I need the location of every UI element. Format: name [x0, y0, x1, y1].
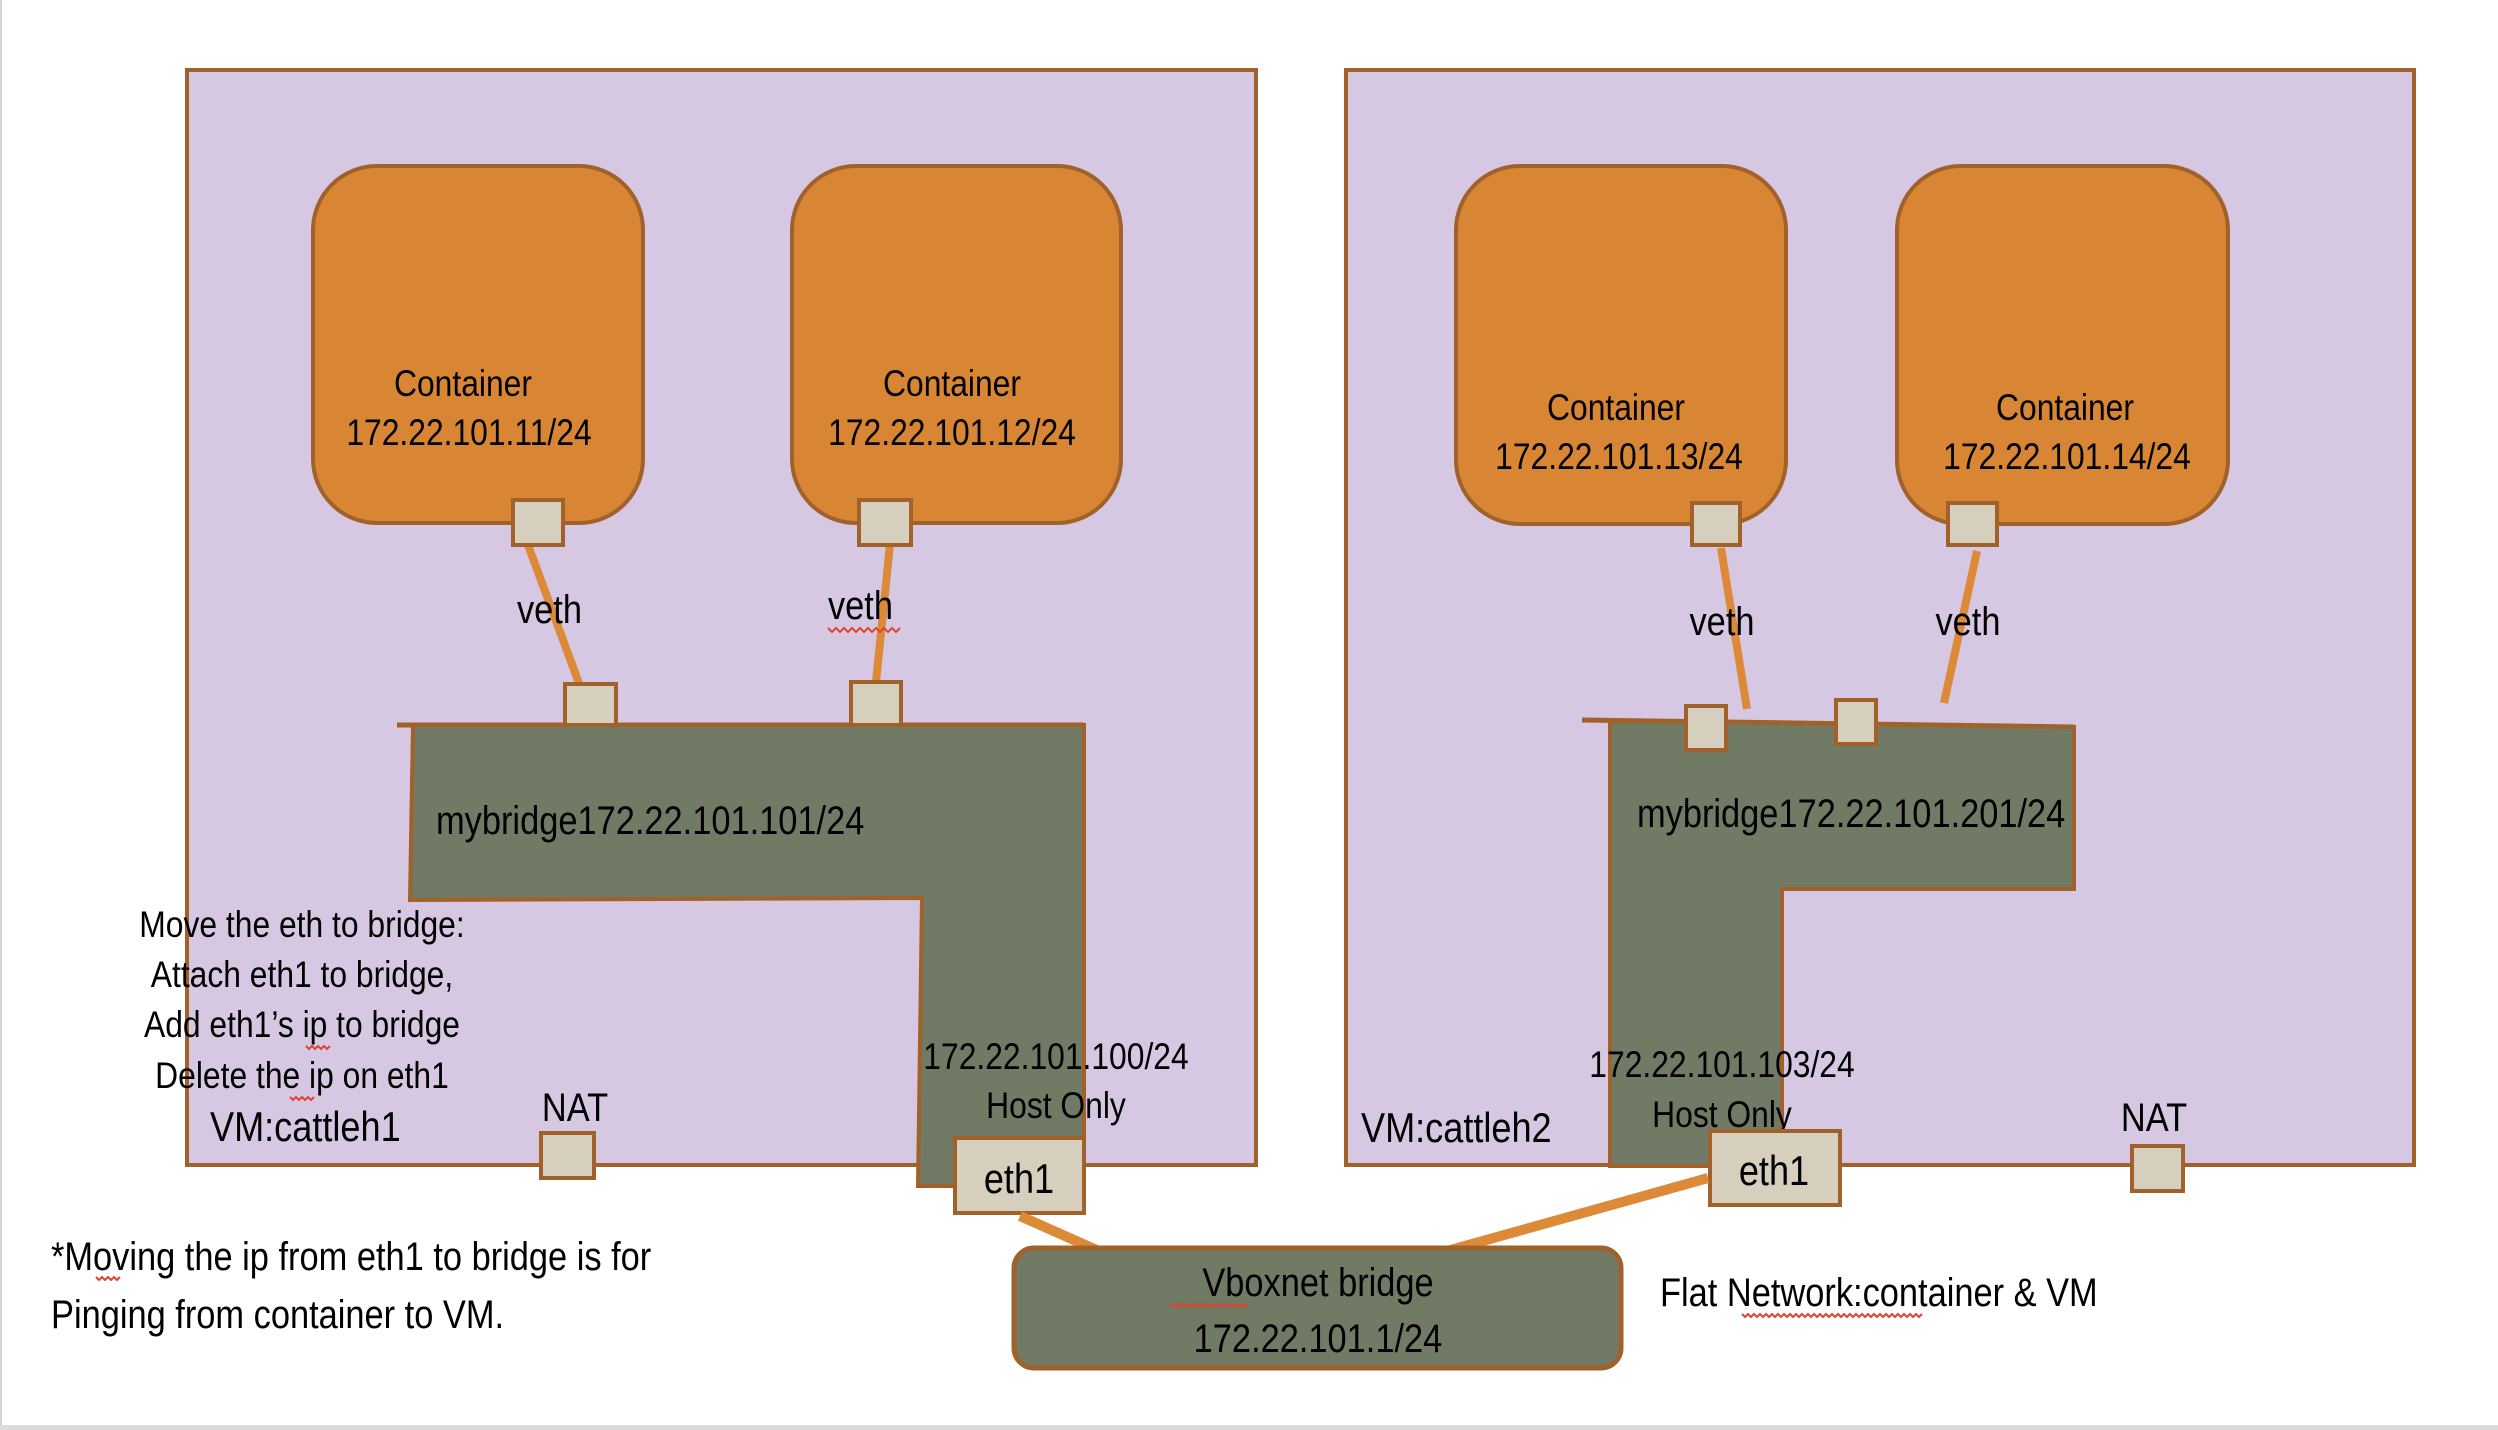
vm-name: VM:cattleh2: [1361, 1106, 1552, 1152]
container-ip: 172.22.101.13/24: [1495, 437, 1743, 478]
veth-label: veth: [517, 587, 582, 632]
spellcheck-underline: [305, 1044, 331, 1051]
eth1-label: eth1: [1739, 1149, 1809, 1195]
bridge-port: [1684, 704, 1728, 752]
container-node: Container 172.22.101.13/24: [1454, 164, 1788, 526]
container-node: Container 172.22.101.14/24: [1895, 164, 2230, 526]
spellcheck-underline: [1741, 1312, 1923, 1319]
veth-link: [1717, 547, 1751, 710]
bridge-port: [1834, 698, 1878, 746]
host-only-label: Host Only: [1652, 1095, 1792, 1136]
instruction-line: Attach eth1 to bridge,: [151, 955, 453, 996]
host-only-link: [1445, 1173, 1710, 1256]
veth-link: [1940, 550, 1981, 704]
container-port: [1946, 501, 1999, 547]
container-title: Container: [1996, 388, 2134, 429]
spellcheck-underline: [1169, 1302, 1249, 1309]
bridge-label: mybridge172.22.101.201/24: [1637, 791, 2065, 836]
spellcheck-underline: [95, 1275, 121, 1282]
container-ip: 172.22.101.14/24: [1943, 437, 2191, 478]
instruction-line: Move the eth to bridge:: [139, 905, 464, 946]
bridge-shape: [1608, 718, 2076, 1168]
vboxnet-bridge: Vboxnet bridge 172.22.101.1/24: [1011, 1173, 1710, 1371]
container-node: Container 172.22.101.11/24: [311, 164, 645, 525]
container-box: [1454, 164, 1788, 526]
footnote-line: *Moving the ip from eth1 to bridge is fo…: [51, 1234, 651, 1279]
container-box: [1895, 164, 2230, 526]
eth1-interface: [953, 1136, 1086, 1215]
container-ip: 172.22.101.12/24: [828, 413, 1076, 454]
container-title: Container: [883, 364, 1021, 405]
container-port: [857, 498, 913, 547]
bridge-shape: [407, 723, 1086, 1188]
nat-label: NAT: [542, 1085, 608, 1130]
nat-interface: [2130, 1144, 2185, 1193]
instruction-line: Add eth1’s ip to bridge: [144, 1005, 460, 1046]
container-title: Container: [1547, 388, 1685, 429]
vm-cattleh2: Container 172.22.101.13/24 Container 172…: [1344, 68, 2416, 1207]
container-node: Container 172.22.101.12/24: [790, 164, 1123, 525]
vboxnet-bridge-box: [1011, 1245, 1624, 1371]
spellcheck-underline: [827, 626, 901, 634]
host-only-ip: 172.22.101.100/24: [923, 1037, 1188, 1078]
veth-label: veth: [1935, 599, 2000, 644]
vm-cattleh1: Container 172.22.101.11/24 Container 172…: [139, 68, 1258, 1215]
veth-link: [872, 543, 894, 683]
spellcheck-underline: [289, 1095, 315, 1102]
container-port: [511, 498, 565, 547]
bridge-label: mybridge172.22.101.101/24: [436, 798, 864, 843]
nat-interface: [539, 1131, 596, 1180]
eth1-interface: [1708, 1129, 1842, 1207]
host-only-ip: 172.22.101.103/24: [1589, 1045, 1854, 1086]
vm-name: VM:cattleh1: [210, 1105, 401, 1151]
instruction-line: Delete the ip on eth1: [155, 1056, 449, 1097]
veth-label: veth: [828, 583, 893, 628]
container-box: [311, 164, 645, 525]
container-port: [1690, 501, 1742, 547]
bridge-port: [563, 682, 618, 727]
page-bottom-border: [0, 1425, 2498, 1430]
container-ip: 172.22.101.11/24: [346, 413, 591, 454]
eth1-label: eth1: [984, 1157, 1054, 1203]
bridge-port: [849, 680, 903, 727]
veth-link: [524, 543, 584, 688]
veth-label: veth: [1689, 599, 1754, 644]
vboxnet-title: Vboxnet bridge: [1202, 1260, 1433, 1305]
flat-network-label: Flat Network:container & VM: [1660, 1270, 2098, 1315]
vboxnet-ip: 172.22.101.1/24: [1194, 1316, 1443, 1361]
footnote-line: Pinging from container to VM.: [51, 1292, 504, 1337]
nat-label: NAT: [2121, 1095, 2187, 1140]
container-box: [790, 164, 1123, 525]
host-only-label: Host Only: [986, 1086, 1126, 1127]
container-title: Container: [394, 364, 532, 405]
